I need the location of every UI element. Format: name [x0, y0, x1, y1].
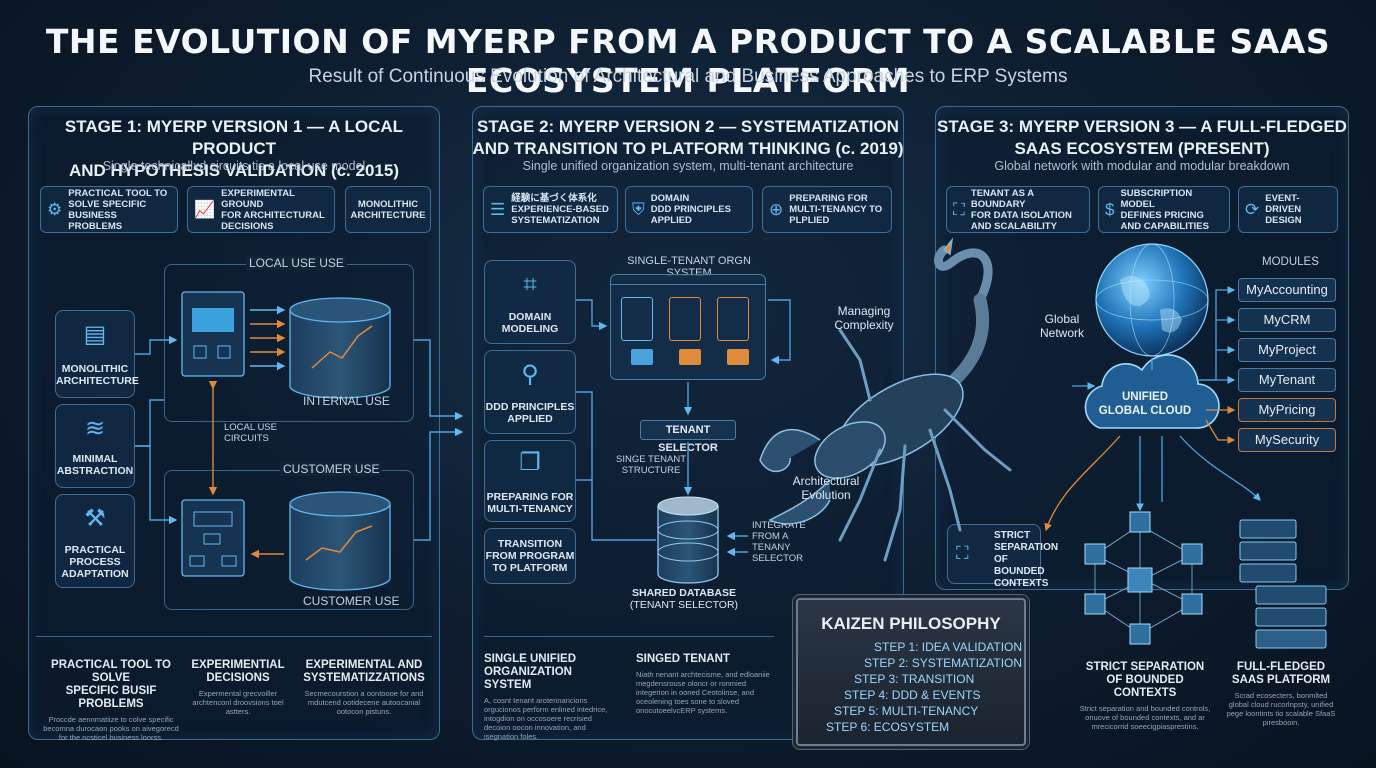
globe-illustration: [1095, 243, 1209, 357]
module-myaccounting[interactable]: MyAccounting: [1238, 278, 1336, 302]
stage1-local-use-label: LOCAL USE USE: [246, 256, 347, 270]
stage2-title: STAGE 2: MYERP VERSION 2 — SYSTEMATIZATI…: [472, 117, 904, 158]
globe-gear-icon: ⊕: [769, 200, 784, 219]
list-flow-icon: ☰: [490, 200, 506, 219]
kaizen-philosophy-plaque: KAIZEN PHILOSOPHY STEP 1: IDEA VALIDATIO…: [796, 598, 1026, 746]
kaizen-step-1: STEP 1: IDEA VALIDATION: [874, 640, 1023, 654]
scorpion-illustration: [759, 237, 1012, 562]
stage3-modules-label: MODULES: [1262, 256, 1319, 268]
flowchart-icon: ⌗: [523, 271, 537, 298]
stage2-tenant-selector: TENANT SELECTOR: [640, 420, 736, 454]
document-window-icon: ▤: [83, 321, 107, 348]
stage2-shared-database: [657, 496, 719, 584]
kaizen-step-4: STEP 4: DDD & EVENTS: [844, 688, 981, 702]
gear-hand-icon: ⚙: [47, 200, 63, 219]
stage1-customer-window: [181, 499, 245, 577]
hierarchy-icon: ⛶: [953, 200, 965, 219]
hammer-hand-icon: ⚒: [84, 505, 106, 532]
stage1-connectors: [135, 335, 464, 541]
stage3-description: Global network with modular and modular …: [994, 159, 1290, 173]
stage2-connectors: [576, 299, 791, 557]
stage2-box-preparing-multi-tenancy: ❐ PREPARING FOR MULTI-TENANCY: [484, 440, 576, 522]
stage2-single-tenant-window: [610, 274, 766, 380]
module-myproject[interactable]: MyProject: [1238, 338, 1336, 362]
dollar-circle-icon: $: [1105, 200, 1115, 219]
kaizen-step-6: STEP 6: ECOSYSTEM: [826, 720, 950, 734]
module-mycrm[interactable]: MyCRM: [1238, 308, 1336, 332]
stage1-customer-use-top-label: CUSTOMER USE: [280, 462, 383, 476]
stage1-customer-use-bottom-label: CUSTOMER USE: [303, 594, 400, 608]
stage2-box-transition: TRANSITION FROM PROGRAM TO PLATFORM: [484, 528, 576, 584]
bounded-context-cubes: [1084, 511, 1203, 645]
stage2-footer-divider: [484, 636, 774, 637]
page-subtitle: Result of Continuous Evolution of Archit…: [308, 66, 1068, 87]
kaizen-step-2: STEP 2: SYSTEMATIZATION: [864, 656, 1023, 670]
stage1-box-minimal-abstraction: ≋ MINIMAL ABSTRACTION: [55, 404, 135, 488]
stage2-box-ddd-principles: ⚲ DDD PRINCIPLES APPLIED: [484, 350, 576, 434]
kaizen-step-3: STEP 3: TRANSITION: [854, 672, 975, 686]
stage2-box-domain-modeling: ⌗ DOMAIN MODELING: [484, 260, 576, 344]
cloud-shape: [1084, 354, 1220, 429]
org-chart-icon: ⛶: [956, 543, 969, 563]
documents-icon: ❐: [519, 449, 541, 476]
stage1-title: STAGE 1: MYERP VERSION 1 — A LOCAL PRODU…: [64, 117, 404, 180]
shield-gear-icon: ⛨: [632, 200, 645, 219]
module-mypricing[interactable]: MyPricing: [1238, 398, 1336, 422]
stage1-box-practical-process: ⚒ PRACTICAL PROCESS ADAPTATION: [55, 494, 135, 588]
sync-arrows-icon: ⟳: [1245, 200, 1260, 219]
chart-board-icon: 📈: [194, 200, 216, 219]
stage1-internal-database: [289, 297, 391, 399]
stage1-description: Single technicallxd circuits tis a local…: [102, 159, 366, 173]
stage2-description: Single unified organization system, mult…: [522, 159, 854, 173]
stage1-footer-divider: [36, 636, 432, 637]
module-mytenant[interactable]: MyTenant: [1238, 368, 1336, 392]
stage3-title: STAGE 3: MYERP VERSION 3 — A FULL-FLEDGE…: [937, 117, 1347, 158]
magnifier-gear-icon: ⚲: [521, 361, 539, 388]
stage2-shared-db-label: SHARED DATABASE(TENANT SELECTOR): [629, 587, 739, 611]
stage1-internal-window: [181, 291, 245, 377]
stage1-box-monolithic: ▤ MONOLITHIC ARCHITECTURE: [55, 310, 139, 398]
page-title: THE EVOLUTION OF MYERP FROM A PRODUCT TO…: [45, 22, 1331, 100]
stage1-customer-database: [289, 491, 391, 591]
saas-platform-stack: [1239, 519, 1327, 649]
kaizen-step-5: STEP 5: MULTI-TENANCY: [834, 704, 979, 718]
kaizen-title: KAIZEN PHILOSOPHY: [821, 614, 1001, 633]
waveform-icon: ≋: [84, 415, 106, 442]
module-mysecurity[interactable]: MySecurity: [1238, 428, 1336, 452]
stage1-internal-use-label: INTERNAL USE: [303, 394, 390, 408]
